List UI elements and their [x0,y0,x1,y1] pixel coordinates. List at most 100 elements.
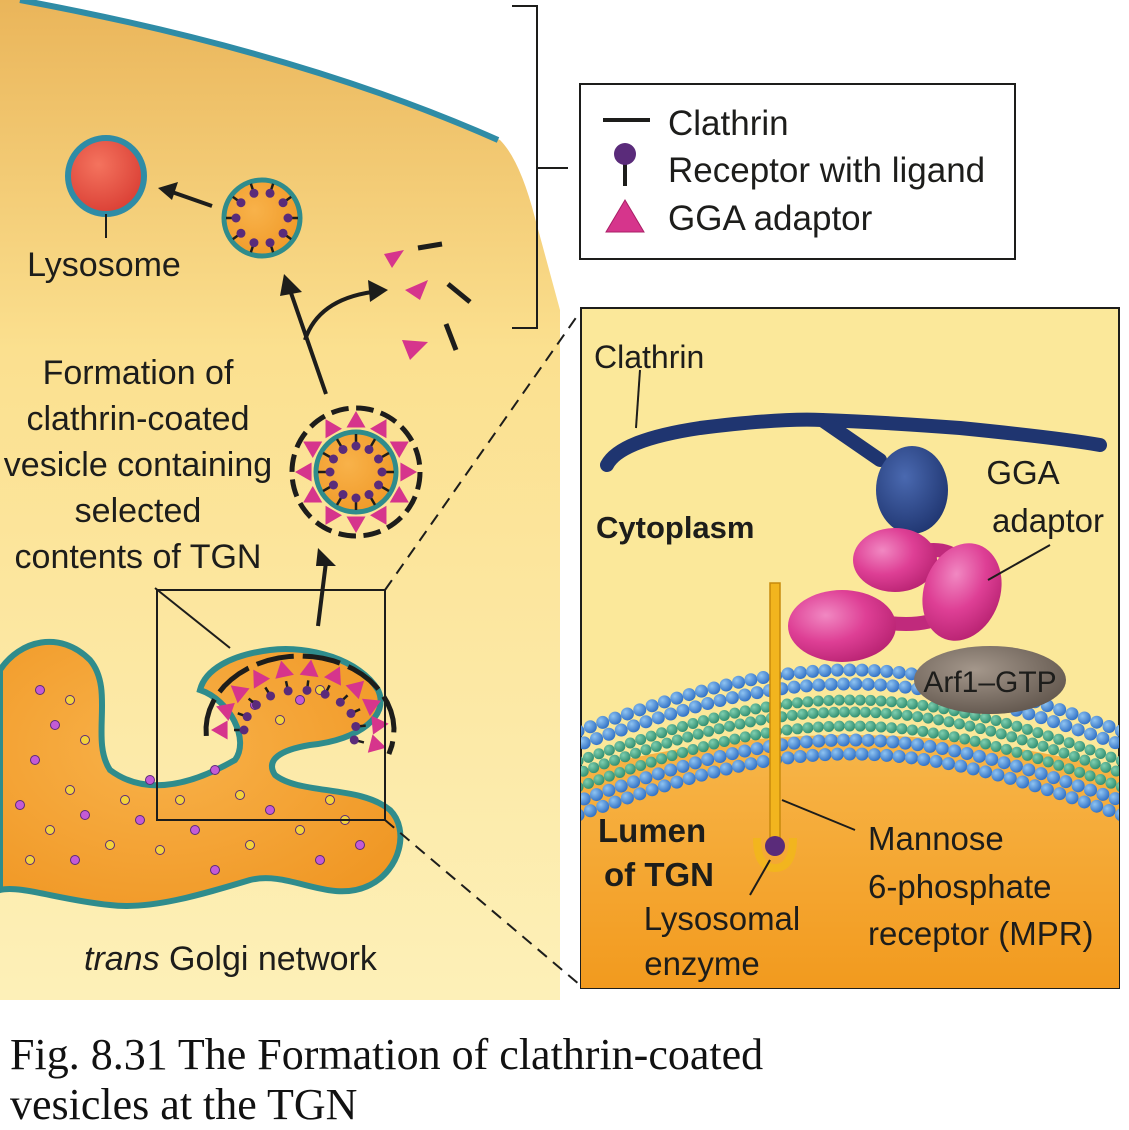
arf-label: Arf1–GTP [923,666,1056,699]
receptor-ligand [377,467,387,477]
gga-triangle [323,666,341,686]
gga-triangle [370,419,387,439]
receptor-ligand [364,444,374,454]
cytoplasm-label: Cytoplasm [596,510,754,545]
gga-triangle [389,486,409,503]
receptor-ligand [328,480,338,490]
gga-triangle [303,486,323,503]
gga-triangle [295,462,312,482]
receptor-ligand [351,721,361,731]
gga-triangle [211,720,228,740]
receptor-ligand [265,188,275,198]
clathrin-coated-vesicle [289,405,423,539]
tgn-cargo-dots [15,685,365,875]
svg-text:clathrin-coated: clathrin-coated [26,400,249,438]
receptor-ligand [283,686,293,696]
enzyme-label-line1: Lysosomal [644,900,801,937]
released-coat-pieces [384,241,472,360]
gga-triangle [389,441,409,458]
gga-triangle [346,411,366,428]
gga-triangle [370,505,387,525]
receptor-ligand [249,188,259,198]
legend: Clathrin Receptor with ligand GGA adapto… [579,83,1016,260]
receptor-ligand [364,490,374,500]
receptor-ligand [349,735,359,745]
cargo-dot [295,825,305,835]
clathrin-terminal-domain [876,446,948,534]
cargo-dot [15,800,25,810]
legend-label-gga: GGA adaptor [668,199,873,238]
gga-triangle [275,660,294,679]
gga-label-line2: adaptor [992,502,1104,539]
clathrin-label: Clathrin [594,339,704,375]
receptor-ligand [338,444,348,454]
receptor-ligand [351,441,361,451]
cargo-dot [30,755,40,765]
svg-text:selected: selected [75,492,202,530]
cargo-dot [155,845,165,855]
gga-triangle [303,441,323,458]
mpr-label-line1: Mannose [868,820,1004,857]
zoom-indicator [154,311,581,986]
cargo-dot [190,825,200,835]
mpr-label-line3: receptor (MPR) [868,915,1094,952]
plasma-membrane [19,0,500,143]
legend-bracket [512,5,568,329]
arf1-gtp: Arf1–GTP [914,646,1066,714]
gga-triangle [346,516,366,533]
receptor-ligand [265,238,275,248]
receptor-ligand [231,213,241,223]
lumen-region [581,735,1119,988]
budding-vesicle [203,653,397,755]
receptor-ligand [320,689,330,699]
uncoated-vesicle [221,177,303,259]
lysosome-label: Lysosome [27,246,181,284]
trans-golgi-network [0,639,404,909]
cargo-dot [65,695,75,705]
receptor-legend-icon [614,143,636,186]
receptor-ligand [236,198,246,208]
gga-triangle [345,680,365,700]
cargo-dot [210,765,220,775]
cargo-dot [105,840,115,850]
cargo-dot [245,840,255,850]
cargo-dot [355,840,365,850]
svg-text:vesicle containing: vesicle containing [4,446,272,484]
mpr-label-line2: 6-phosphate [868,868,1051,905]
clathrin-coat [203,653,397,755]
receptor-ligand [374,454,384,464]
mannose-6-phosphate-receptor [749,582,856,896]
gga-triangle [371,715,389,735]
lumen-label-line2: of TGN [604,856,714,893]
svg-text:contents of TGN: contents of TGN [15,538,262,576]
cargo-dot [315,855,325,865]
gga-label-line1: GGA [986,454,1059,491]
cargo-dot [235,790,245,800]
cargo-dot [295,695,305,705]
receptor-ligand [266,691,276,701]
legend-label-receptor: Receptor with ligand [668,151,985,190]
cargo-dot [135,815,145,825]
figure-caption: Fig. 8.31 The Formation of clathrin-coat… [10,1030,1120,1130]
gga-triangle [361,698,381,717]
enzyme-label-line2: enzyme [644,945,760,982]
process-arrows [158,182,388,627]
gga-adaptor [788,528,1051,662]
receptor-ligand [351,493,361,503]
receptor-ligand [374,480,384,490]
gga-triangle [253,669,271,689]
cargo-dot [80,735,90,745]
gga-triangle [216,702,235,721]
detail-panel: Arf1–GTP Clathrin Cytoplasm GGA adaptor … [580,307,1120,989]
cargo-dot [265,805,275,815]
cargo-dot [35,685,45,695]
tgn-label: trans Golgi network [84,940,378,978]
receptor-ligand [335,697,345,707]
receptor-ligand [239,725,249,735]
gga-triangle [299,659,319,678]
cargo-dot [65,785,75,795]
receptor-ligand [242,712,252,722]
receptor-ligand [249,238,259,248]
gga-triangle [230,685,250,704]
